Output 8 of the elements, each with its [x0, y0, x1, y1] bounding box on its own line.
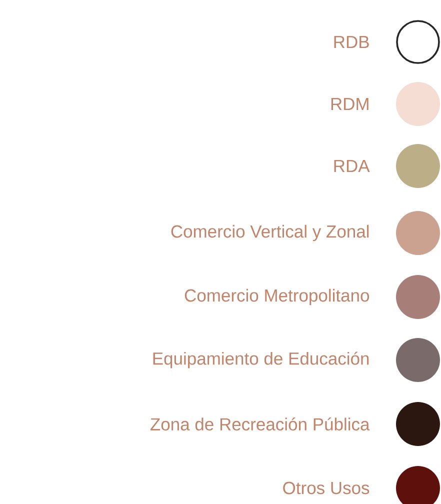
legend-label: RDA	[334, 160, 370, 172]
legend-label: Zona de Recreación Pública	[150, 417, 370, 431]
legend-label: Otros Usos	[283, 482, 370, 494]
legend-label: Comercio Vertical y Zonal	[171, 224, 369, 242]
legend-label: RDB	[334, 36, 369, 48]
legend-label: Equipamiento de Educación	[153, 352, 369, 368]
legend-label: Comercio Metropolitano	[184, 288, 370, 306]
legend-label: RDM	[331, 98, 368, 110]
